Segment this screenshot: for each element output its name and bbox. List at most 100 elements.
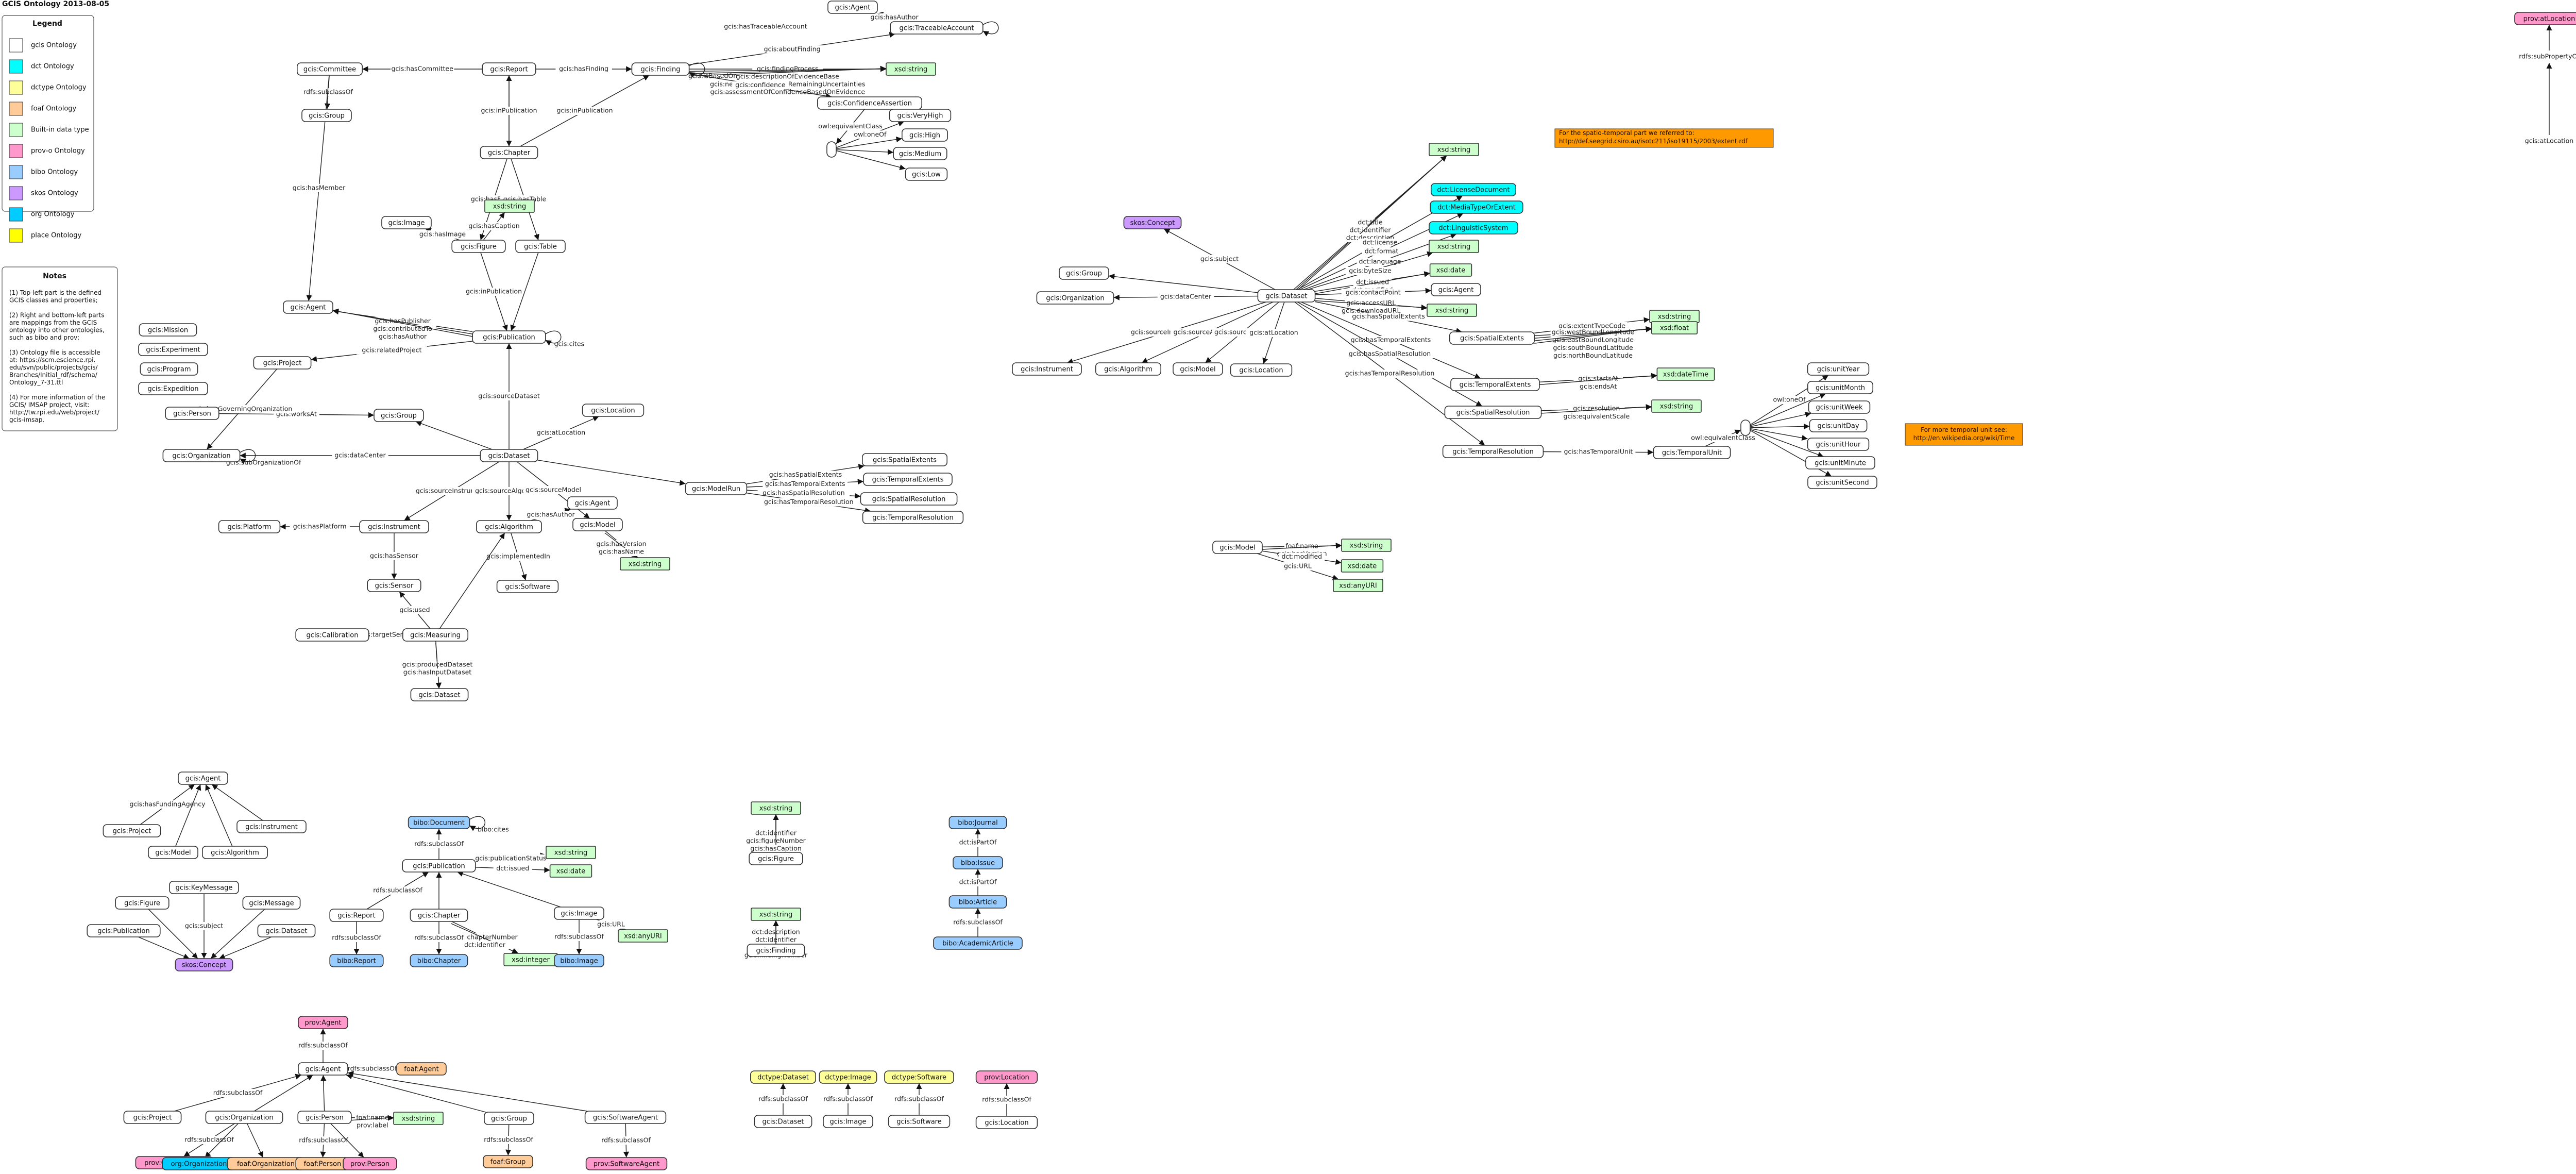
node-box — [410, 688, 469, 701]
node-box — [747, 944, 805, 957]
node-label: gcis:Project — [133, 1114, 172, 1122]
callout-spatiotemporal-box — [1554, 128, 1774, 148]
edge-label: gcis:descriptionOfEvidenceBase — [736, 73, 839, 80]
node-box — [295, 628, 369, 642]
edge-label: rdfs:subclassOf — [303, 88, 353, 96]
edge-label: rdfs:subclassOf — [332, 934, 381, 942]
edge-label: dct:identifier — [1349, 226, 1391, 234]
node-org-organization: org:Organization — [162, 1157, 236, 1170]
node-box — [554, 907, 604, 920]
node-gcis-location: gcis:Location — [582, 404, 645, 417]
edge-label: gcis:hasSensor — [370, 552, 419, 560]
edge-label: gcis:hasSpatialResolution — [1349, 350, 1431, 358]
node-dct-mediatypeorextent: dct:MediaTypeOrExtent — [1430, 200, 1523, 214]
edge-line — [457, 871, 561, 908]
node-label: gcis:Location — [1239, 367, 1283, 375]
node-gcis-person: gcis:Person — [297, 1111, 352, 1124]
node-label: gcis:Publication — [413, 863, 465, 870]
node-box — [1429, 240, 1479, 253]
node-box — [297, 1111, 352, 1124]
edge-line — [246, 1123, 264, 1158]
node-gcis-project: gcis:Project — [253, 356, 312, 370]
node-label: gcis:TemporalResolution — [872, 514, 954, 522]
notes-line: are mappings from the GCIS — [9, 319, 97, 326]
edge-label-bg — [1344, 226, 1397, 234]
edge-label: gcis:extentTypeCode — [1558, 322, 1625, 329]
edge-line — [1750, 393, 1826, 426]
node-label: prov:Person — [350, 1161, 389, 1168]
notes-panel: Notes (1) Top-left part is the definedGC… — [2, 266, 118, 431]
node-skos-concept: skos:Concept — [1123, 216, 1182, 229]
edge-label: gcis:eastBoundLongitude — [1552, 336, 1634, 344]
edge-label: gcis:dataCenter — [334, 451, 386, 459]
edge-label: gcis:southBoundLatitude — [1553, 344, 1633, 351]
node-gcis-modelrun: gcis:ModelRun — [685, 482, 748, 495]
node-box — [1257, 289, 1316, 303]
edge-line — [1750, 428, 1808, 441]
node-gcis-image: gcis:Image — [554, 907, 604, 920]
node-xsd-string: xsd:string — [546, 846, 596, 859]
node-gcis-group: gcis:Group — [374, 409, 424, 422]
node-gcis-project: gcis:Project — [123, 1111, 182, 1124]
node-gcis-expedition: gcis:Expedition — [138, 382, 208, 395]
node-prov-person: prov:Person — [343, 1157, 397, 1170]
edge-label-bg — [1687, 434, 1759, 443]
node-gcis-spatialextents: gcis:SpatialExtents — [1449, 331, 1535, 345]
edge-label: gcis:westBoundLongitude — [1552, 328, 1635, 336]
node-gcis-committee: gcis:Committee — [296, 62, 363, 76]
edge-label: rdfs:subclassOf — [414, 934, 464, 942]
node-box — [888, 1115, 951, 1128]
edge-label: gcis:URL — [1284, 562, 1312, 570]
node-gcis-temporalextents: gcis:TemporalExtents — [1450, 378, 1540, 391]
node-label: gcis:Software — [505, 583, 550, 591]
edge-label: gcis:inPublication — [481, 107, 537, 114]
edge-label-bg — [292, 184, 346, 192]
edge-label-bg — [755, 1095, 811, 1103]
node-gcis-program: gcis:Program — [140, 362, 198, 376]
node-label: gcis:Committee — [303, 66, 356, 74]
node-box — [1740, 420, 1751, 436]
edge-label-bg — [820, 1095, 876, 1103]
node-label: gcis:Dataset — [762, 1118, 804, 1126]
edge-label: gcis:implementedIn — [486, 552, 550, 560]
node-label: bibo:Document — [413, 819, 465, 827]
node-box — [296, 62, 363, 76]
node-label: gcis:Project — [113, 828, 151, 835]
edge-label-bg — [411, 934, 467, 942]
node-gcis-temporalresolution: gcis:TemporalResolution — [862, 511, 964, 524]
node-label: gcis:Instrument — [368, 524, 420, 531]
node-label: gcis:Expedition — [147, 385, 198, 393]
edge-line — [415, 421, 493, 450]
node-label: gcis:Software — [896, 1118, 941, 1126]
node-gcis-unitday: gcis:unitDay — [1809, 419, 1868, 432]
edge-label: dct:language — [1359, 258, 1401, 265]
node-box — [393, 1112, 444, 1125]
node-prov-agent: prov:Agent — [298, 1016, 348, 1029]
edge-label: gcis:hasSpatialExtents — [1352, 312, 1425, 320]
edge-label-bg — [978, 1096, 1035, 1104]
node-box — [381, 216, 432, 229]
edge-line — [320, 1075, 327, 1112]
node-box — [178, 772, 228, 785]
node-label: gcis:unitWeek — [1816, 404, 1863, 412]
node-box — [884, 1070, 954, 1084]
node-gcis-confidenceassertion: gcis:ConfidenceAssertion — [817, 96, 923, 110]
node-gcis-figure: gcis:Figure — [749, 852, 803, 865]
node-bibo-image: bibo:Image — [554, 954, 604, 967]
node-gcis-spatialextents: gcis:SpatialExtents — [862, 453, 948, 466]
node-label: gcis:Chapter — [418, 912, 461, 920]
legend-swatch — [9, 123, 23, 137]
node-box — [329, 954, 384, 967]
node-gcis-instrument: gcis:Instrument — [236, 820, 307, 833]
node-label: xsd:string — [629, 561, 662, 568]
edge-label-bg — [1561, 448, 1636, 457]
node-gcis-finding: gcis:Finding — [747, 944, 805, 957]
edge-label: rdfs:subclassOf — [298, 1042, 348, 1049]
node-label: gcis:Publication — [97, 928, 150, 935]
legend-swatch — [9, 186, 23, 200]
node-box — [1430, 200, 1523, 214]
node-label: gcis:ConfidenceAssertion — [827, 100, 912, 108]
node-gcis-measuring: gcis:Measuring — [402, 628, 468, 642]
node-bibo-issue: bibo:Issue — [953, 856, 1003, 869]
edge-label-bg — [1245, 329, 1302, 337]
